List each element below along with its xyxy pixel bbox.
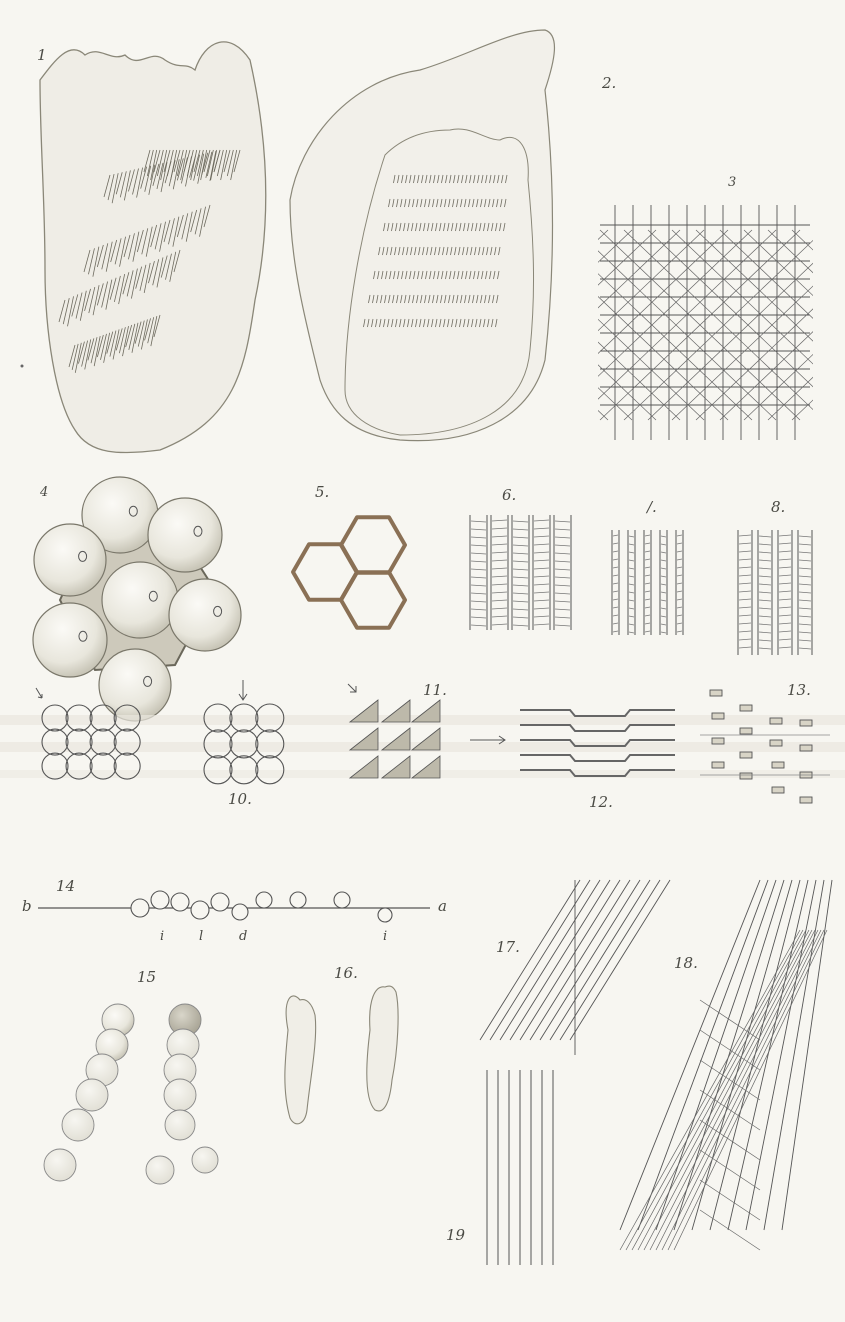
block [712,738,724,744]
figure-4-cell-cluster [33,477,241,721]
triangle [350,700,378,722]
cell-circle [204,756,232,784]
triangle [412,756,440,778]
figure-18-diagonal-lattice [620,880,832,1250]
block [800,797,812,803]
label-fig-12: 12. [589,795,613,810]
figure-16-elongated-bodies [285,986,398,1124]
block [800,745,812,751]
figure-15-sphere-stacks [44,1004,218,1184]
block [770,718,782,724]
block [770,740,782,746]
label-fig-16: 16. [334,966,358,981]
bead [290,892,306,908]
label-fig-3: 3 [728,176,736,189]
block [740,773,752,779]
hexagon [341,517,405,572]
sphere [33,603,107,677]
sphere [165,1110,195,1140]
block [740,752,752,758]
figure-5-hexagons [293,517,405,627]
sphere [44,1149,76,1181]
figure-17-diagonal-lines [480,880,670,1055]
stray-dot [21,365,24,368]
label-fig-1: 1 [37,48,47,63]
label-14-i1: i [160,930,164,943]
figure-19-vertical-lines [487,1070,553,1265]
bead [378,908,392,922]
label-fig-13: 13. [787,683,811,698]
label-14-d: d [239,930,247,943]
label-fig-7: /. [647,500,657,515]
sphere [164,1079,196,1111]
triangle [382,700,410,722]
label-fig-6: 6. [502,488,516,503]
cell-circle [230,756,258,784]
label-14-b: b [22,899,32,914]
sphere [169,579,241,651]
sphere [146,1156,174,1184]
bead [131,899,149,917]
sphere [148,498,222,572]
label-fig-11: 11. [423,683,447,698]
label-fig-5: 5. [315,485,329,500]
figure-7-columns [612,530,683,635]
label-fig-10: 10. [228,792,252,807]
bead [211,893,229,911]
cell-circle [256,756,284,784]
block [740,728,752,734]
label-14-i2: i [383,930,387,943]
bead [256,892,272,908]
bead [171,893,189,911]
bead [232,904,248,920]
block [740,705,752,711]
figure-14-bead-line [38,891,430,922]
label-fig-15: 15 [137,970,156,985]
label-14-a: a [438,899,447,914]
label-fig-2: 2. [602,76,616,91]
triangle [350,728,378,750]
figure-1-scale [40,42,266,453]
figure-11-triangles [350,700,440,778]
block [710,690,722,696]
bead [334,892,350,908]
triangle [412,728,440,750]
label-fig-8: 8. [771,500,785,515]
bead [191,901,209,919]
label-14-l: l [199,930,203,943]
triangle [382,756,410,778]
label-fig-18: 18. [674,956,698,971]
triangle [350,756,378,778]
block [712,713,724,719]
block [772,762,784,768]
triangle [412,700,440,722]
sphere [76,1079,108,1111]
triangle [382,728,410,750]
sphere [34,524,106,596]
label-fig-17: 17. [496,940,520,955]
figure-8-columns [738,530,812,655]
sphere [192,1147,218,1173]
figure-6-columns [470,515,571,630]
hexagon [341,572,405,627]
block [712,762,724,768]
block [772,787,784,793]
block [800,720,812,726]
sphere [102,562,178,638]
sphere [99,649,171,721]
figure-2-scale [290,30,554,441]
bead [151,891,169,909]
label-fig-14: 14 [56,879,75,894]
sphere [62,1109,94,1141]
label-fig-4: 4 [40,486,48,499]
label-fig-19: 19 [446,1228,465,1243]
